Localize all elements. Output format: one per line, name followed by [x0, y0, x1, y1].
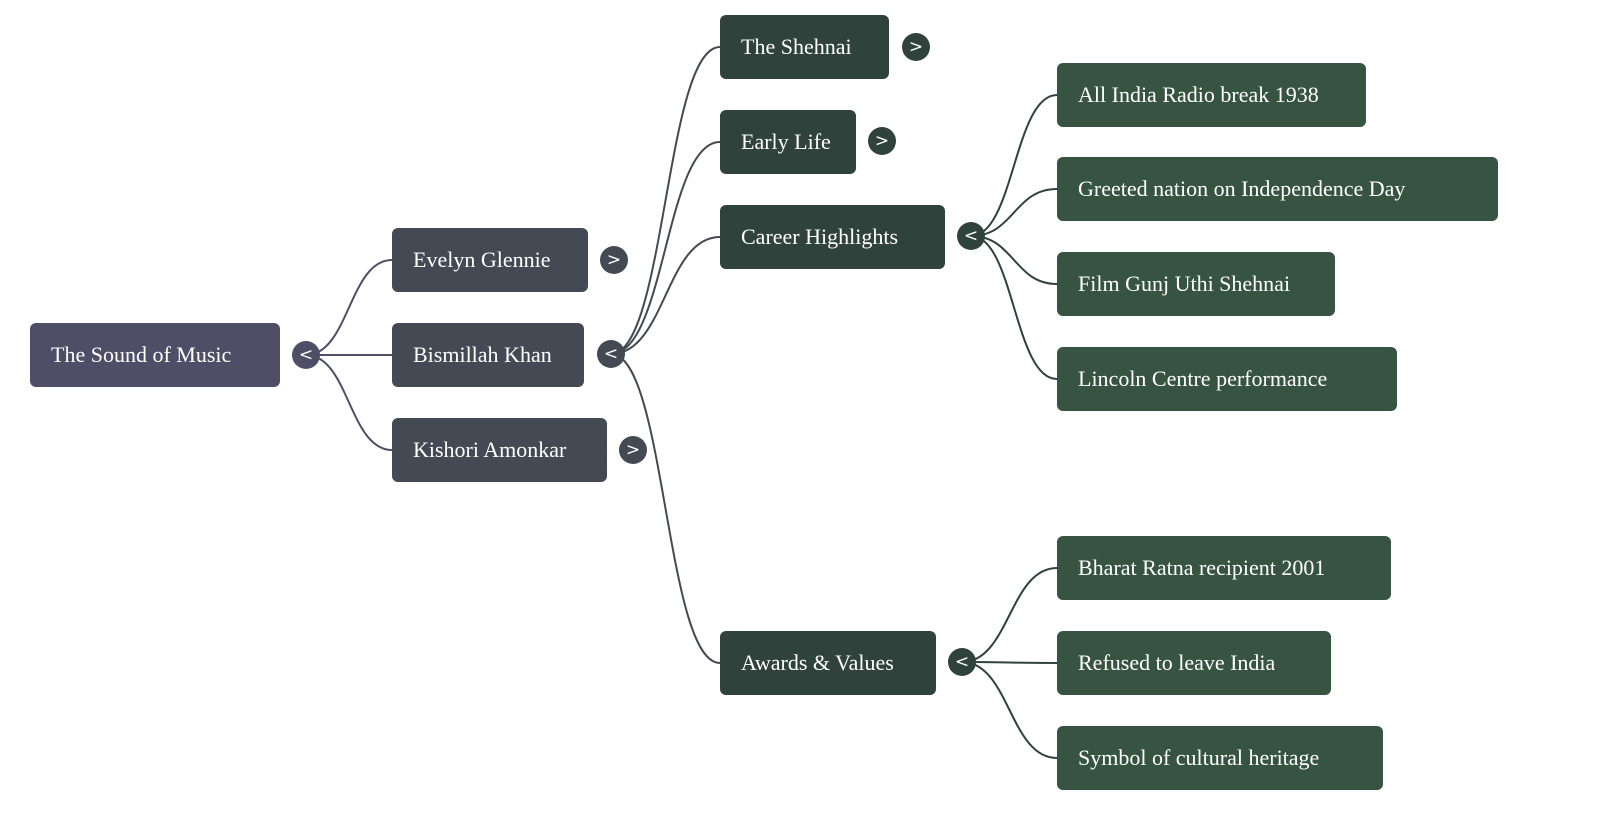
node-cultural-heritage[interactable]: Symbol of cultural heritage — [1057, 726, 1383, 790]
edge-c1 — [970, 188, 1058, 237]
node-independence-day[interactable]: Greeted nation on Independence Day — [1057, 157, 1498, 221]
node-film-gunj-uthi[interactable]: Film Gunj Uthi Shehnai — [1057, 252, 1335, 316]
collapse-toggle-root[interactable]: < — [292, 341, 320, 369]
expand-toggle-shehnai[interactable]: > — [902, 33, 930, 61]
node-lincoln-centre[interactable]: Lincoln Centre performance — [1057, 347, 1397, 411]
node-awards-values[interactable]: Awards & Values — [720, 631, 936, 695]
collapse-toggle-awards[interactable]: < — [948, 648, 976, 676]
node-the-shehnai[interactable]: The Shehnai — [720, 15, 889, 79]
edge-c0 — [970, 94, 1058, 237]
edge-c3 — [970, 235, 1058, 380]
node-career-highlights[interactable]: Career Highlights — [720, 205, 945, 269]
node-evelyn-glennie[interactable]: Evelyn Glennie — [392, 228, 588, 292]
edge-n-early — [610, 141, 721, 355]
edge-n-career — [610, 236, 721, 355]
edge-c2 — [970, 235, 1058, 285]
node-refused-leave-india[interactable]: Refused to leave India — [1057, 631, 1331, 695]
expand-toggle-evelyn[interactable]: > — [600, 246, 628, 274]
edge-n-shehnai — [610, 46, 721, 355]
edge-a1 — [961, 661, 1058, 664]
node-kishori-amonkar[interactable]: Kishori Amonkar — [392, 418, 607, 482]
collapse-toggle-career[interactable]: < — [957, 222, 985, 250]
edge-a2 — [961, 661, 1058, 759]
edge-a0 — [961, 567, 1058, 663]
expand-toggle-early-life[interactable]: > — [868, 127, 896, 155]
node-early-life[interactable]: Early Life — [720, 110, 856, 174]
node-bharat-ratna[interactable]: Bharat Ratna recipient 2001 — [1057, 536, 1391, 600]
root-node[interactable]: The Sound of Music — [30, 323, 280, 387]
node-bismillah-khan[interactable]: Bismillah Khan — [392, 323, 584, 387]
node-all-india-radio[interactable]: All India Radio break 1938 — [1057, 63, 1366, 127]
edge-n-kishori — [305, 354, 393, 451]
expand-toggle-kishori[interactable]: > — [619, 436, 647, 464]
edge-n-awards — [610, 353, 721, 664]
edge-n-evelyn — [305, 259, 393, 356]
collapse-toggle-bismillah[interactable]: < — [597, 340, 625, 368]
